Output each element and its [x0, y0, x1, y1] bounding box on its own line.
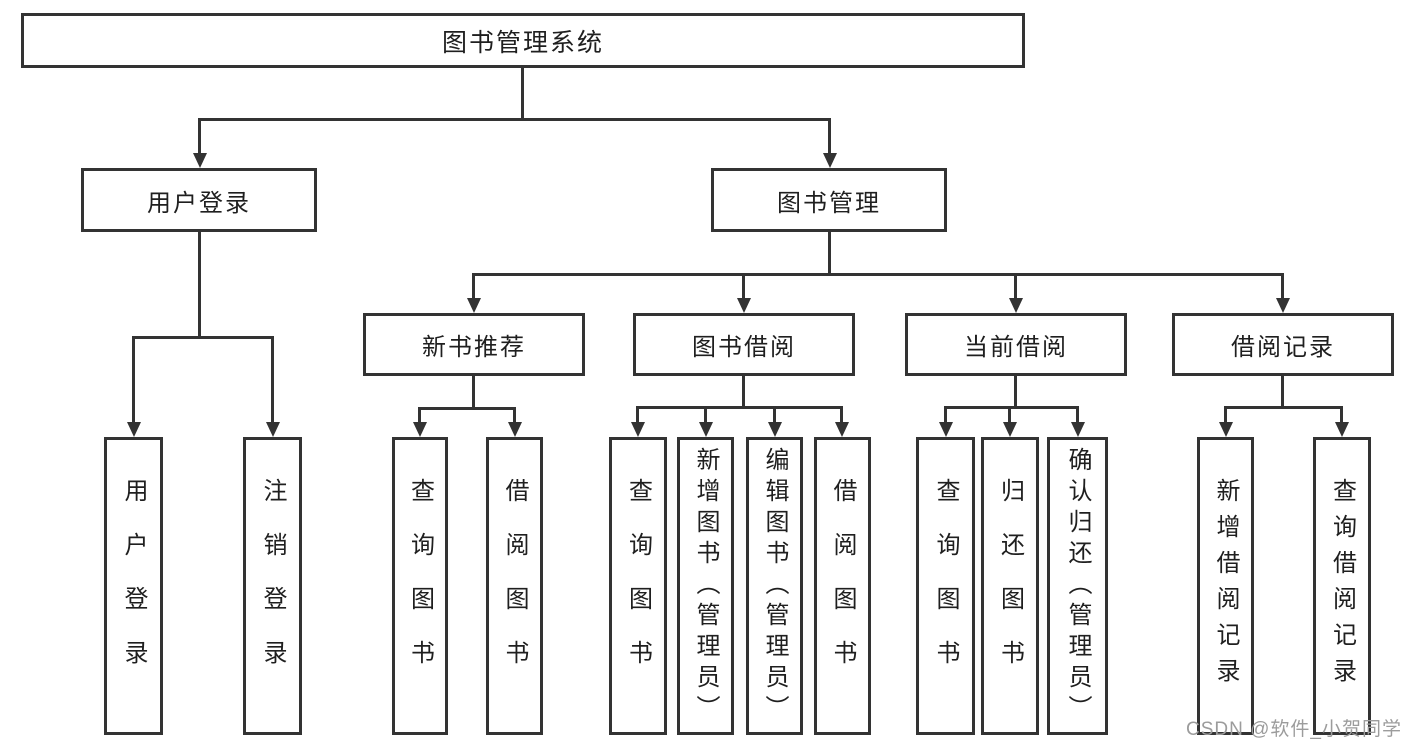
leaf-bb-borrow-book: 借阅图书	[814, 437, 871, 735]
connector-level2-bar	[198, 118, 831, 121]
node-user-login-label: 用户登录	[147, 189, 251, 217]
arrow-down-leaf-user-login	[126, 336, 141, 437]
leaf-bb-add-book: 新增图书（管理员）	[677, 437, 734, 735]
connector-new-book-rec-stem	[472, 376, 475, 407]
arrow-down-bb-borrow	[834, 406, 849, 437]
node-new-book-rec-label: 新书推荐	[422, 334, 526, 361]
leaf-logout: 注销登录	[243, 437, 302, 735]
node-book-borrow: 图书借阅	[633, 313, 855, 376]
leaf-bb-query-book: 查询图书	[609, 437, 667, 735]
node-root-label: 图书管理系统	[441, 28, 604, 57]
arrow-down-bb-edit	[767, 406, 782, 437]
node-user-login: 用户登录	[81, 168, 317, 232]
connector-borrow-record-bar	[1224, 406, 1343, 409]
connector-current-borrow-bar	[944, 406, 1079, 409]
leaf-br-query-record: 查询借阅记录	[1313, 437, 1371, 735]
arrow-down-book-borrow	[736, 273, 751, 313]
arrow-down-br-query	[1334, 406, 1349, 437]
arrow-down-leaf-logout	[265, 336, 280, 437]
connector-book-borrow-bar	[636, 406, 843, 409]
arrow-down-bb-query	[630, 406, 645, 437]
csdn-watermark: CSDN @软件_小贺同学	[1186, 719, 1402, 740]
leaf-user-login: 用户登录	[104, 437, 163, 735]
leaf-br-add-record-label: 新增借阅记录	[1212, 478, 1239, 694]
connector-book-borrow-stem	[742, 376, 745, 406]
connector-current-borrow-stem	[1014, 376, 1017, 406]
arrow-down-cb-confirm	[1070, 406, 1085, 437]
arrow-down-current-borrow	[1008, 273, 1023, 313]
arrow-down-book-mgmt	[822, 118, 837, 168]
leaf-nb-borrow-book-label: 借阅图书	[501, 478, 528, 694]
leaf-br-query-record-label: 查询借阅记录	[1328, 478, 1356, 694]
node-current-borrow-label: 当前借阅	[964, 334, 1068, 361]
node-borrow-record: 借阅记录	[1172, 313, 1394, 376]
leaf-nb-query-book: 查询图书	[392, 437, 448, 735]
node-current-borrow: 当前借阅	[905, 313, 1127, 376]
connector-borrow-record-stem	[1281, 376, 1284, 406]
node-book-mgmt: 图书管理	[711, 168, 947, 232]
leaf-bb-edit-book: 编辑图书（管理员）	[746, 437, 803, 735]
node-book-borrow-label: 图书借阅	[692, 334, 796, 361]
leaf-logout-label: 注销登录	[259, 478, 286, 694]
arrow-down-user-login	[192, 118, 207, 168]
leaf-cb-return-book-label: 归还图书	[996, 478, 1024, 694]
connector-user-login-bar	[132, 336, 274, 339]
connector-new-book-rec-bar	[418, 407, 516, 410]
leaf-br-add-record: 新增借阅记录	[1197, 437, 1254, 735]
arrow-down-new-book-rec	[466, 273, 481, 313]
leaf-user-login-label: 用户登录	[120, 478, 147, 694]
leaf-cb-query-book-label: 查询图书	[932, 478, 959, 694]
node-book-mgmt-label: 图书管理	[777, 189, 881, 217]
leaf-cb-query-book: 查询图书	[916, 437, 975, 735]
arrow-down-cb-query	[938, 406, 953, 437]
node-borrow-record-label: 借阅记录	[1231, 334, 1335, 361]
connector-root-stem	[521, 68, 524, 118]
node-new-book-rec: 新书推荐	[363, 313, 585, 376]
arrow-down-cb-return	[1002, 406, 1017, 437]
arrow-down-bb-add	[698, 406, 713, 437]
leaf-cb-confirm-return-label: 确认归还（管理员）	[1064, 446, 1091, 726]
leaf-bb-edit-book-label: 编辑图书（管理员）	[761, 446, 788, 726]
arrow-down-nb-query	[412, 407, 427, 437]
arrow-down-br-add	[1218, 406, 1233, 437]
leaf-bb-borrow-book-label: 借阅图书	[829, 478, 856, 694]
leaf-bb-query-book-label: 查询图书	[624, 478, 652, 694]
leaf-nb-borrow-book: 借阅图书	[486, 437, 543, 735]
leaf-cb-confirm-return: 确认归还（管理员）	[1047, 437, 1108, 735]
connector-book-mgmt-stem	[828, 232, 831, 273]
arrow-down-borrow-record	[1275, 273, 1290, 313]
connector-level3-bar	[472, 273, 1284, 276]
leaf-nb-query-book-label: 查询图书	[406, 478, 434, 694]
leaf-bb-add-book-label: 新增图书（管理员）	[692, 446, 719, 726]
arrow-down-nb-borrow	[507, 407, 522, 437]
connector-user-login-stem	[198, 232, 201, 336]
node-root-system: 图书管理系统	[21, 13, 1025, 68]
leaf-cb-return-book: 归还图书	[981, 437, 1039, 735]
